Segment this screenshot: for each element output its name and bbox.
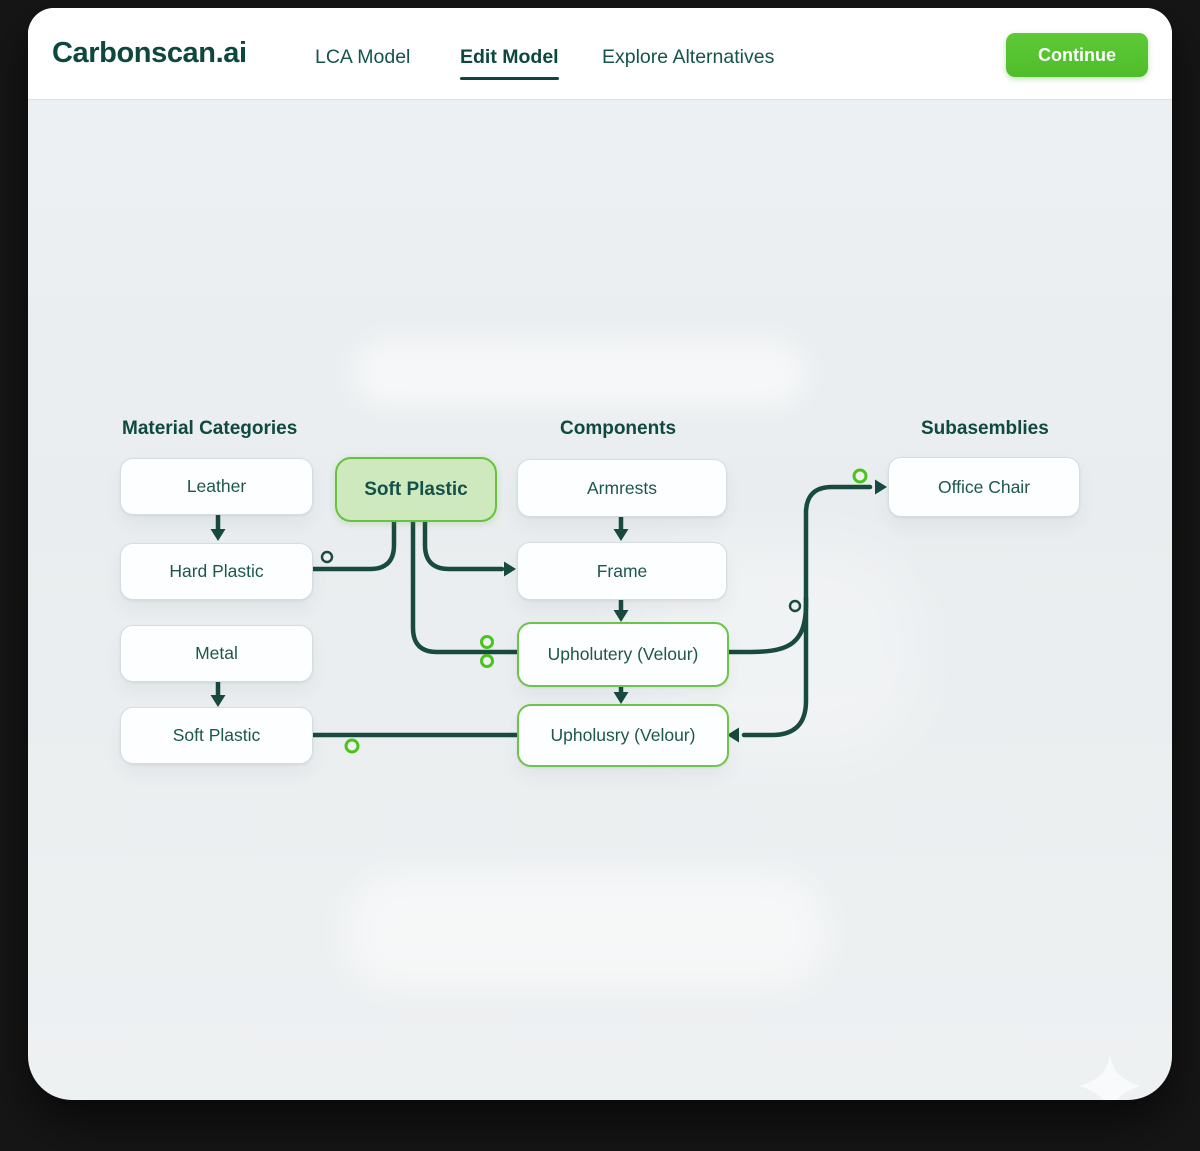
column-header-components: Components — [560, 418, 677, 439]
app-window: Material Categories Components Subasemblie… — [28, 8, 1172, 1100]
connection-ring-port-hard-plastic[interactable] — [320, 550, 334, 564]
nav-item-edit-model[interactable]: Edit Model — [460, 46, 559, 80]
connection-ring-port-upholstery-top[interactable] — [480, 635, 494, 649]
top-navigation-bar: Carbonscan.ai LCA Model Edit Model Explo… — [28, 8, 1172, 99]
edge-upholstery-1-to-office-chair — [723, 484, 873, 655]
arrowhead-armrests-to-frame — [613, 529, 629, 541]
arrowhead-upholstery-1-to-office-chair — [875, 479, 887, 495]
arrowhead-frame-to-upholstery-1 — [613, 610, 629, 622]
edge-branch-to-upholstery-2 — [741, 595, 809, 738]
nav-item-explore-alternatives[interactable]: Explore Alternatives — [602, 46, 775, 68]
node-office-chair[interactable]: Office Chair — [888, 457, 1080, 517]
continue-button[interactable]: Continue — [1006, 33, 1148, 77]
node-soft-plastic[interactable]: Soft Plastic — [120, 707, 313, 764]
arrowhead-leather-to-hard-plastic — [210, 529, 226, 541]
connection-ring-port-spine[interactable] — [788, 599, 802, 613]
node-soft-plastic-selected[interactable]: Soft Plastic — [335, 457, 497, 522]
edge-soft-plastic-selected-to-upholstery-1 — [410, 516, 519, 655]
connection-ring-port-soft-plastic[interactable] — [344, 738, 360, 754]
nav-item-lca-model[interactable]: LCA Model — [315, 46, 411, 68]
arrowhead-metal-to-soft-plastic — [210, 695, 226, 707]
background-blob — [352, 340, 807, 408]
connection-ring-port-upholstery-bottom[interactable] — [480, 654, 494, 668]
edge-soft-plastic-selected-to-frame — [422, 516, 505, 572]
node-leather[interactable]: Leather — [120, 458, 313, 515]
column-header-subassemblies: Subasemblies — [921, 418, 1049, 439]
arrowhead-soft-plastic-selected-to-frame — [504, 561, 516, 577]
arrowhead-upholstery-1-to-upholstery-2 — [613, 692, 629, 704]
diagram-layer: Material Categories Components Subasemblie… — [28, 8, 1172, 1100]
connection-ring-port-office-chair[interactable] — [852, 468, 868, 484]
node-hard-plastic[interactable]: Hard Plastic — [120, 543, 313, 600]
column-header-material-categories: Material Categories — [122, 418, 298, 439]
node-frame[interactable]: Frame — [517, 542, 727, 600]
node-upholstery-velour-2[interactable]: Upholusry (Velour) — [517, 704, 729, 767]
app-logo: Carbonscan.ai — [52, 37, 247, 69]
node-armrests[interactable]: Armrests — [517, 459, 727, 517]
node-upholstery-velour-1[interactable]: Upholutery (Velour) — [517, 622, 729, 687]
background-blob — [345, 872, 825, 987]
node-metal[interactable]: Metal — [120, 625, 313, 682]
